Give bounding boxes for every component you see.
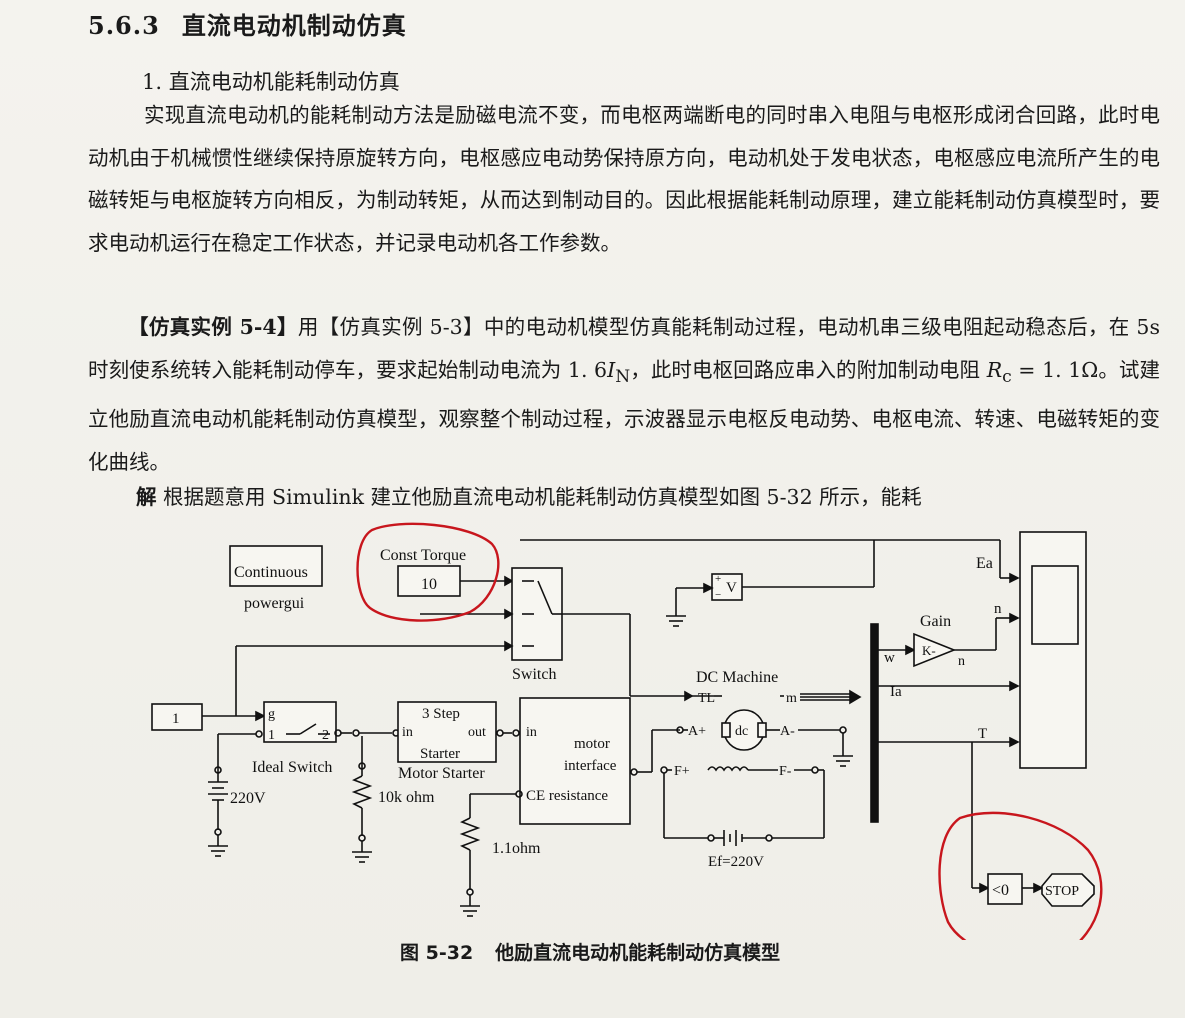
ideal-switch-label: Ideal Switch	[252, 759, 332, 776]
dc-machine-label: DC Machine	[696, 669, 778, 686]
step-block	[151, 703, 266, 731]
starter-out: out	[468, 725, 486, 740]
port-m-label: m	[786, 691, 797, 706]
port-f-plus-label: F+	[674, 764, 690, 779]
res-10k-label: 10k ohm	[378, 789, 435, 806]
port-a-plus-label: A+	[688, 724, 706, 739]
motor-interface-line1: motor	[574, 736, 610, 752]
ideal-switch-2: 2	[322, 728, 329, 743]
paragraph-intro: 实现直流电动机的能耗制动方法是励磁电流不变，而电枢两端断电的同时串入电阻与电枢形…	[88, 103, 1160, 255]
example-text-b: ，此时电枢回路应串入的附加制动电阻	[630, 357, 987, 382]
switch-label: Switch	[512, 666, 556, 683]
voltmeter-block	[666, 540, 875, 627]
annotation-circle-const-torque	[356, 522, 500, 622]
subsection-title: 直流电动机能耗制动仿真	[168, 70, 400, 94]
section-title: 直流电动机制动仿真	[181, 11, 407, 40]
subsection-number: 1.	[142, 70, 163, 94]
switch-block	[235, 567, 694, 716]
ideal-switch-1: 1	[268, 728, 275, 743]
motor-interface-block	[469, 697, 680, 825]
current-symbol: I	[607, 357, 616, 382]
dc-source-220v	[208, 766, 228, 857]
port-tl-label: TL	[698, 691, 715, 706]
ce-resistance-label: CE resistance	[526, 788, 608, 804]
paragraph-solution: 解 根据题意用 Simulink 建立他励直流电动机能耗制动仿真模型如图 5-3…	[88, 476, 1160, 519]
step-value: 1	[172, 711, 180, 727]
section-number: 5.6.3	[88, 11, 160, 40]
gain-block	[913, 612, 1020, 668]
const-torque-value: 10	[421, 576, 437, 593]
scope-block	[1019, 531, 1087, 769]
current-subscript: N	[615, 366, 631, 387]
gain-label: Gain	[920, 613, 951, 630]
scope-t-label: T	[978, 726, 987, 742]
figure-caption-text: 他励直流电动机能耗制动仿真模型	[495, 942, 781, 964]
stop-block	[1041, 873, 1095, 907]
port-f-minus-label: F-	[779, 764, 792, 779]
stop-label: STOP	[1045, 884, 1079, 899]
starter-title: 3 Step	[422, 706, 460, 722]
gain-k-label: K-	[922, 643, 936, 658]
resistor-10k	[351, 736, 373, 863]
bus-w-label: w	[884, 650, 895, 666]
voltmeter-label: V	[726, 580, 737, 596]
example-text-c: = 1. 1Ω。试建立他励直流电动机能耗制动仿真模型，观察整个制动过程，示波器显…	[88, 357, 1161, 474]
paragraph-example: 【仿真实例 5-4】用【仿真实例 5-3】中的电动机模型仿真能耗制动过程，电动机…	[88, 306, 1160, 483]
dc-machine-block	[660, 689, 862, 846]
ideal-switch-block	[217, 701, 400, 770]
source-220-label: 220V	[230, 790, 266, 807]
continuous-label: Continuous	[234, 564, 308, 581]
solution-label: 解	[136, 485, 157, 509]
motor-in-label: in	[526, 725, 537, 740]
ideal-switch-g: g	[268, 707, 275, 722]
subsection-heading: 1. 直流电动机能耗制动仿真	[142, 66, 400, 96]
section-heading: 5.6.3 直流电动机制动仿真	[88, 6, 407, 41]
const-torque-label: Const Torque	[380, 547, 466, 564]
starter-sub: Starter	[420, 746, 460, 762]
bus-ia-label: Ia	[890, 684, 902, 700]
starter-in: in	[402, 725, 413, 740]
dc-label: dc	[735, 724, 748, 739]
res-11-label: 1.1ohm	[492, 840, 541, 857]
compare-label: <0	[992, 882, 1009, 899]
motor-interface-line2: interface	[564, 758, 617, 774]
voltmeter-plus: +	[715, 573, 721, 585]
scope-n-label: n	[994, 601, 1002, 617]
gain-n-label: n	[958, 654, 965, 669]
powergui-label: powergui	[244, 595, 305, 612]
resistance-subscript: c	[1002, 366, 1012, 387]
motor-starter-label: Motor Starter	[398, 765, 485, 782]
powergui-block	[229, 545, 323, 587]
scope-ea-label: Ea	[976, 555, 993, 572]
resistance-symbol: R	[986, 357, 1003, 382]
simulink-diagram: Continuous powergui Const Torque 10 Swit…	[151, 522, 1103, 940]
annotation-circle-stop	[938, 811, 1103, 940]
figure-caption: 图 5-32 他励直流电动机能耗制动仿真模型	[400, 938, 780, 965]
example-text-a: 用【仿真实例 5-3】中的电动机模型仿真能耗制动过程，电动机串三级电阻起动稳态后…	[88, 315, 1160, 382]
solution-text: 根据题意用 Simulink 建立他励直流电动机能耗制动仿真模型如图 5-32 …	[163, 485, 922, 509]
figure-caption-label: 图 5-32	[400, 942, 474, 964]
example-label: 【仿真实例 5-4】	[128, 315, 298, 339]
ef-label: Ef=220V	[708, 854, 764, 870]
port-a-minus-label: A-	[780, 724, 795, 739]
compare-block	[972, 873, 1044, 905]
const-torque-block	[397, 565, 514, 597]
voltmeter-minus: −	[715, 589, 721, 601]
resistor-1-1ohm	[459, 817, 481, 917]
motor-starter-block	[397, 701, 520, 763]
